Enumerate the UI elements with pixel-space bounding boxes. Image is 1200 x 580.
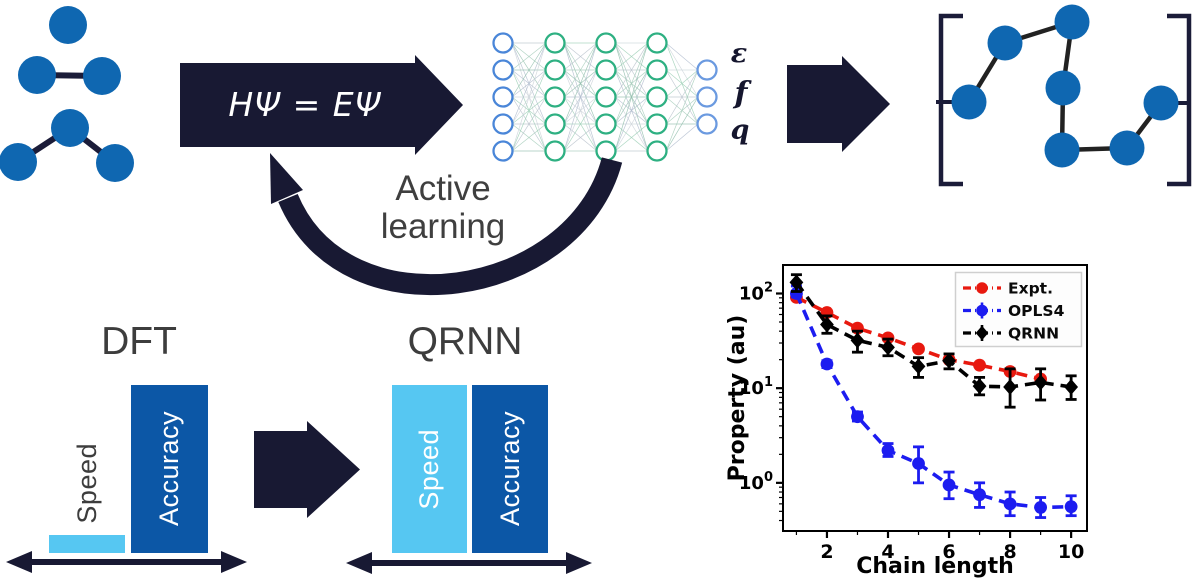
- bar-label: Speed: [71, 442, 102, 524]
- svg-text:102: 102: [739, 280, 773, 304]
- nn-output-force-label: f: [734, 75, 748, 111]
- dft-to-qrnn-arrow-icon: [254, 421, 360, 518]
- molecule-graph-icon: [0, 6, 134, 182]
- bar-label: Speed: [414, 428, 444, 510]
- nn-output-epsilon-label: ε: [730, 37, 748, 69]
- dft-accuracy-bar: Accuracy: [131, 385, 208, 553]
- svg-text:Chain length: Chain length: [856, 554, 1014, 579]
- svg-text:Expt.: Expt.: [1008, 280, 1053, 298]
- svg-text:OPLS4: OPLS4: [1008, 302, 1065, 320]
- svg-text:10: 10: [1058, 541, 1084, 563]
- qrnn-accuracy-bar: Accuracy: [472, 385, 548, 553]
- active-learning-arrow-icon: [270, 153, 623, 296]
- active-learning-line1: Active: [395, 169, 491, 208]
- svg-text:QRNN: QRNN: [1008, 325, 1059, 343]
- dft-axis-double-arrow-icon: [6, 551, 247, 573]
- svg-text:4: 4: [881, 541, 894, 563]
- neural-network-icon: [492, 32, 718, 162]
- svg-text:8: 8: [1003, 541, 1016, 563]
- schrodinger-equation: HΨ = EΨ: [228, 84, 382, 124]
- dft-chart-title: DFT: [101, 320, 177, 363]
- qrnn-axis-double-arrow-icon: [346, 552, 592, 574]
- polymer-structure-icon: [936, 4, 1192, 187]
- active-learning-label: Active learning: [348, 170, 538, 246]
- dft-speed-bar: [49, 535, 125, 553]
- svg-text:6: 6: [942, 541, 955, 563]
- svg-text:Property (au): Property (au): [725, 315, 750, 482]
- bar-label: Accuracy: [494, 411, 525, 527]
- active-learning-line2: learning: [380, 206, 506, 246]
- qrnn-chart-title: QRNN: [407, 320, 523, 363]
- dft-speed-label: Speed: [67, 435, 107, 531]
- bar-label: Accuracy: [154, 411, 184, 527]
- qrnn-speed-bar: Speed: [392, 385, 467, 553]
- schrodinger-arrow-icon: [180, 55, 463, 155]
- prediction-arrow-icon: [787, 56, 890, 152]
- nn-output-charge-label: q: [730, 114, 750, 146]
- svg-text:2: 2: [820, 541, 833, 563]
